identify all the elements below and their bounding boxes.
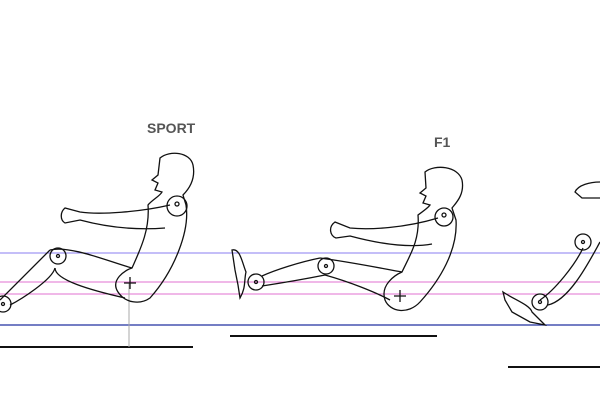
figure-sport <box>0 152 195 313</box>
label-sport: SPORT <box>147 120 196 136</box>
label-f1: F1 <box>434 134 451 150</box>
figure-third <box>501 181 600 327</box>
figure-f1 <box>231 166 464 312</box>
